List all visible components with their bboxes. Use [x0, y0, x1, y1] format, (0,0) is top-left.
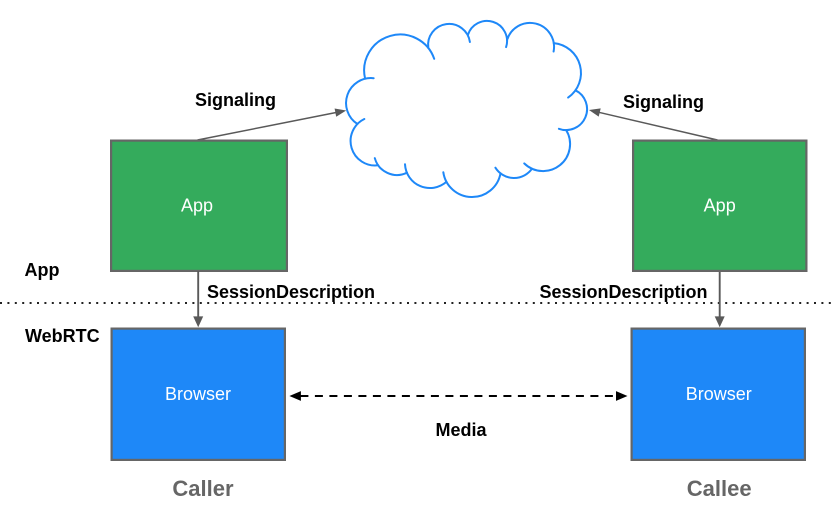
svg-text:App: App [704, 196, 736, 216]
svg-text:Browser: Browser [686, 384, 752, 404]
svg-text:Browser: Browser [165, 384, 231, 404]
svg-text:Callee: Callee [687, 476, 752, 501]
svg-text:WebRTC: WebRTC [25, 326, 100, 346]
svg-text:App: App [181, 196, 213, 216]
svg-text:Media: Media [435, 420, 487, 440]
svg-text:Signaling: Signaling [623, 92, 704, 112]
svg-text:App: App [25, 260, 60, 280]
svg-text:SessionDescription: SessionDescription [539, 282, 707, 302]
svg-text:Caller: Caller [172, 476, 234, 501]
svg-text:Signaling: Signaling [195, 90, 276, 110]
svg-text:SessionDescription: SessionDescription [207, 282, 375, 302]
